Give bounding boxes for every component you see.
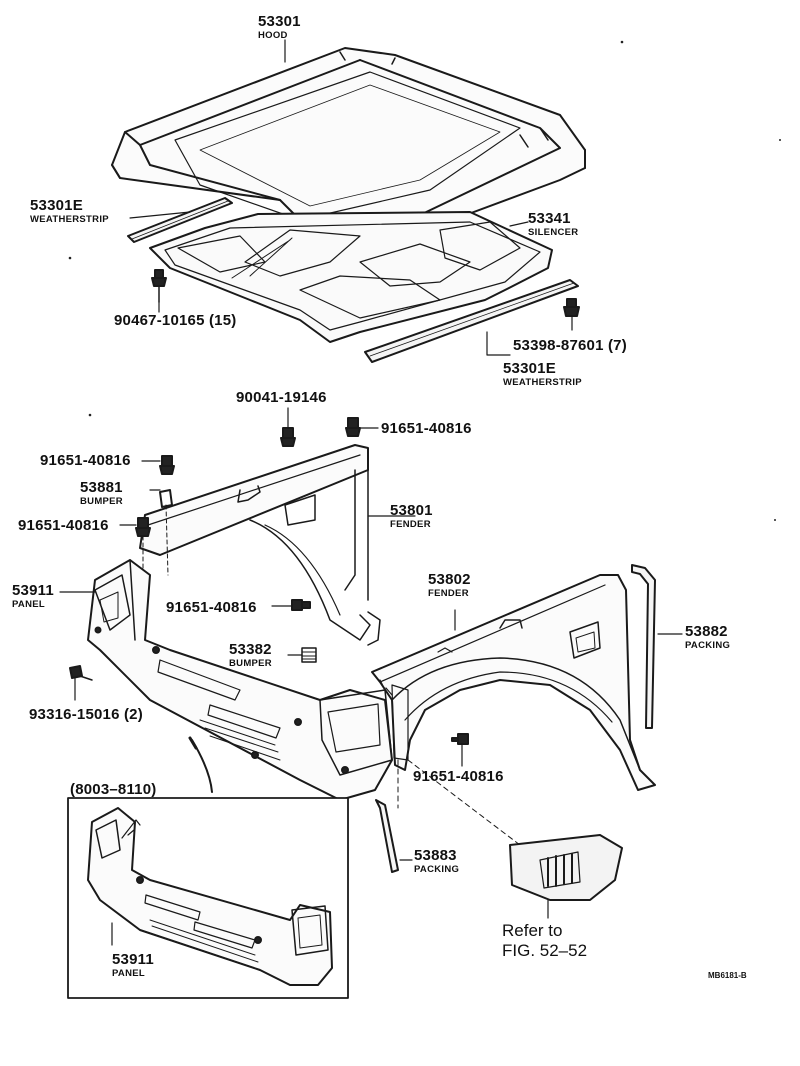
label-packing-bottom: 53883 PACKING [414, 848, 459, 875]
label-fender-left: 53801 FENDER [390, 503, 433, 530]
label-bolt-left-2: 91651-40816 [18, 518, 109, 534]
screw-part-number: 93316-15016 (2) [29, 706, 143, 723]
fender-right-part-number: 53802 [428, 571, 471, 588]
label-bolt-top: 90041-19146 [236, 390, 327, 406]
bumper-mid-part-number: 53382 [229, 641, 272, 658]
mudflap-drawing [509, 834, 623, 919]
weatherstrip-right-part-number: 53301E [503, 360, 556, 377]
label-refer: Refer to FIG. 52–52 [502, 922, 587, 959]
screw-drawing [69, 665, 93, 701]
label-weatherstrip-left: 53301E WEATHERSTRIP [30, 198, 109, 225]
silencer-part-number: 53341 [528, 210, 571, 227]
bolt-fender-right-part-number: 91651-40816 [413, 768, 504, 785]
fender-left-part-number: 53801 [390, 502, 433, 519]
label-panel-inset: 53911 PANEL [112, 952, 154, 979]
label-clip-hood: 90467-10165 (15) [114, 313, 236, 329]
inset-range-text: (8003–8110) [70, 781, 157, 798]
label-packing-right: 53882 PACKING [685, 624, 730, 651]
label-clip-weatherstrip: 53398-87601 (7) [513, 338, 627, 354]
bumper-mid-drawing [287, 647, 317, 663]
hood-part-number: 53301 [258, 13, 301, 30]
fender-right-drawing [371, 574, 656, 791]
clip-hood-drawing [151, 269, 167, 303]
packing-bottom-drawing [375, 799, 413, 873]
bolt-right-top-part-number: 91651-40816 [381, 420, 472, 437]
label-bolt-mid: 91651-40816 [166, 600, 257, 616]
label-silencer: 53341 SILENCER [528, 211, 578, 238]
figure-code: MB6181-B [708, 971, 747, 980]
packing-bottom-part-name: PACKING [414, 864, 460, 875]
label-weatherstrip-right: 53301E WEATHERSTRIP [503, 361, 582, 388]
weatherstrip-left-part-number: 53301E [30, 197, 83, 214]
bumper-small-part-number: 53881 [80, 479, 123, 496]
label-bolt-left-1: 91651-40816 [40, 453, 131, 469]
silencer-drawing [149, 211, 553, 343]
hood-part-name: HOOD [258, 30, 288, 41]
bolt-left-1-part-number: 91651-40816 [40, 452, 131, 469]
label-panel-main: 53911 PANEL [12, 583, 54, 610]
clip-weatherstrip-part-number: 53398-87601 (7) [513, 337, 627, 354]
refer-line-1: Refer to [502, 921, 563, 940]
panel-main-part-number: 53911 [12, 582, 54, 599]
label-bolt-right-top: 91651-40816 [381, 421, 472, 437]
refer-line-2: FIG. 52–52 [502, 941, 588, 960]
weatherstrip-right-part-name: WEATHERSTRIP [503, 377, 582, 388]
bolt-mid-drawing [271, 599, 311, 611]
bolt-left-2-part-number: 91651-40816 [18, 517, 109, 534]
bumper-small-part-name: BUMPER [80, 496, 123, 507]
cowl-fender-left-drawing [139, 444, 381, 646]
clip-weatherstrip-drawing [563, 298, 580, 317]
label-bolt-fender-right: 91651-40816 [413, 769, 504, 785]
label-hood: 53301 HOOD [258, 14, 301, 41]
packing-right-drawing [631, 564, 683, 729]
packing-bottom-part-number: 53883 [414, 847, 457, 864]
packing-right-part-name: PACKING [685, 640, 731, 651]
label-bumper-small: 53881 BUMPER [80, 480, 123, 507]
panel-main-drawing [59, 559, 393, 801]
panel-inset-part-name: PANEL [112, 968, 145, 979]
label-screw: 93316-15016 (2) [29, 707, 143, 723]
bolt-right-top-drawing [345, 417, 379, 437]
bolt-left-1-drawing [141, 455, 175, 475]
bolt-top-drawing [280, 407, 296, 447]
panel-inset-part-number: 53911 [112, 951, 154, 968]
label-inset-range: (8003–8110) [70, 782, 156, 798]
fender-left-part-name: FENDER [390, 519, 431, 530]
bolt-mid-part-number: 91651-40816 [166, 599, 257, 616]
bolt-top-part-number: 90041-19146 [236, 389, 327, 406]
bolt-fender-right-drawing [451, 733, 469, 767]
label-fender-right: 53802 FENDER [428, 572, 471, 599]
panel-inset-drawing [87, 807, 333, 986]
weatherstrip-left-part-name: WEATHERSTRIP [30, 214, 109, 225]
label-bumper-mid: 53382 BUMPER [229, 642, 272, 669]
silencer-part-name: SILENCER [528, 227, 579, 238]
packing-right-part-number: 53882 [685, 623, 728, 640]
clip-hood-part-number: 90467-10165 (15) [114, 312, 237, 329]
bumper-small-drawing [149, 489, 173, 576]
bumper-mid-part-name: BUMPER [229, 658, 272, 669]
panel-main-part-name: PANEL [12, 599, 45, 610]
fender-right-part-name: FENDER [428, 588, 469, 599]
